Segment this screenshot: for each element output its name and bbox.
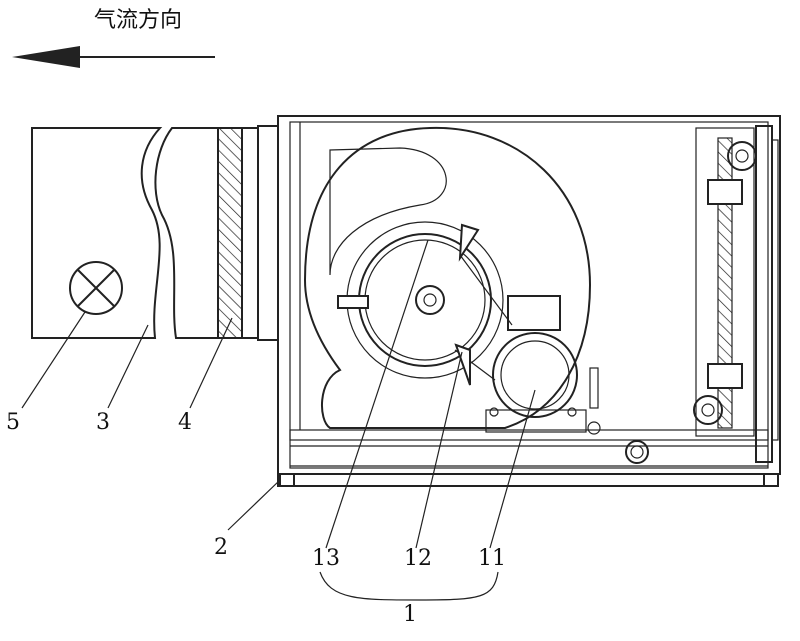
motor — [485, 295, 601, 435]
leader-lines — [21, 239, 536, 601]
label-2: 2 — [214, 535, 228, 560]
heat-exchanger-coil — [693, 125, 779, 463]
airflow-arrow — [12, 46, 215, 68]
filter-hatched — [217, 125, 279, 341]
label-11: 11 — [478, 546, 506, 571]
label-12: 12 — [404, 546, 432, 571]
airflow-direction-title: 气流方向 — [94, 8, 183, 33]
label-4: 4 — [178, 410, 192, 435]
unit-cabinet — [277, 115, 781, 487]
label-1: 1 — [403, 602, 417, 627]
label-5: 5 — [6, 410, 20, 435]
round-damper-symbol — [69, 261, 123, 315]
drain-outlet — [625, 440, 649, 464]
label-13: 13 — [312, 546, 340, 571]
fan-volute-housing — [303, 126, 592, 429]
duct-section — [31, 127, 219, 339]
label-3: 3 — [96, 410, 110, 435]
